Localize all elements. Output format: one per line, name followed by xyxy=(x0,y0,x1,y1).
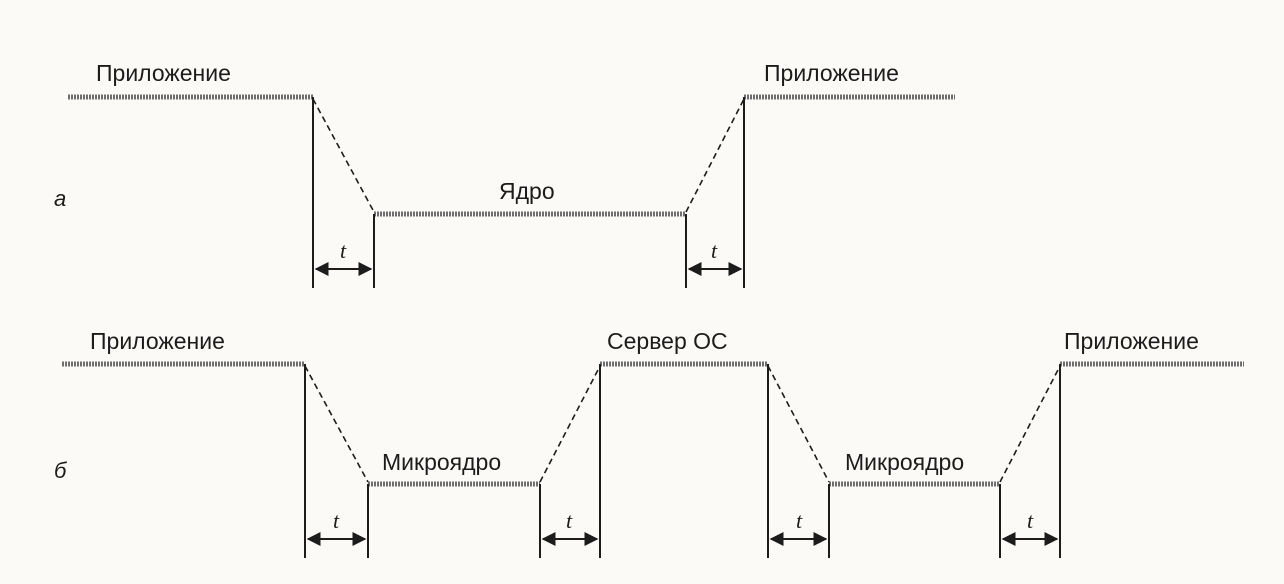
transition-up-a xyxy=(685,98,745,213)
switch-time-label-a-2: t xyxy=(711,238,718,263)
switch-time-label-b-4: t xyxy=(1027,508,1034,533)
switch-time-label-b-1: t xyxy=(333,508,340,533)
part-label-a: а xyxy=(54,186,67,211)
transition-b-1 xyxy=(304,365,369,483)
transition-b-4 xyxy=(999,365,1061,483)
diagram-a xyxy=(68,94,955,288)
microkernel-label-1: Микроядро xyxy=(382,449,502,475)
switch-time-label-b-3: t xyxy=(796,508,803,533)
application-label-a-right: Приложение xyxy=(764,60,899,86)
switch-time-label-b-2: t xyxy=(566,508,573,533)
transition-b-3 xyxy=(767,365,830,483)
switch-time-label-a-1: t xyxy=(340,238,347,263)
transition-b-2 xyxy=(539,365,601,483)
transition-down-a xyxy=(312,98,375,213)
part-label-b: б xyxy=(54,458,67,483)
os-server-label: Сервер ОС xyxy=(607,328,728,354)
microkernel-label-2: Микроядро xyxy=(845,449,965,475)
kernel-label: Ядро xyxy=(499,178,555,204)
diagram-b xyxy=(62,361,1244,558)
application-label-b-right: Приложение xyxy=(1064,328,1199,354)
application-label-a-left: Приложение xyxy=(96,60,231,86)
application-label-b-left: Приложение xyxy=(90,328,225,354)
